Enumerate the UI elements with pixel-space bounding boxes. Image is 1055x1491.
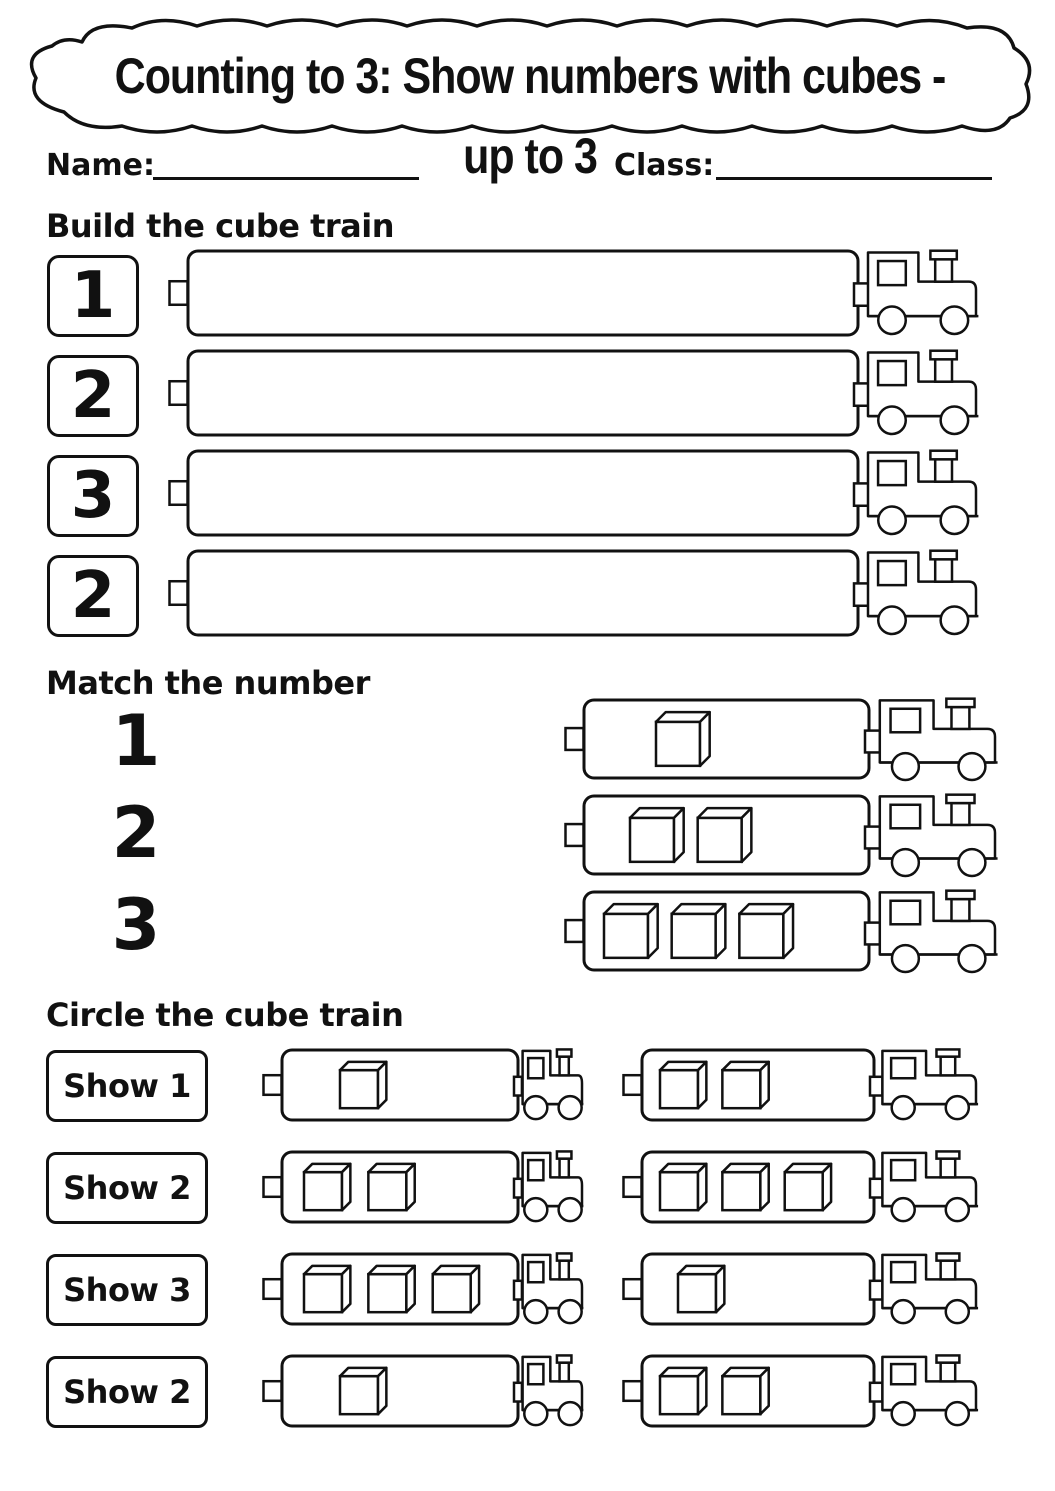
match-cube-train[interactable] [564, 697, 1017, 791]
coupler [564, 822, 585, 848]
cube-icon [338, 1060, 388, 1110]
circle-option-train-right[interactable] [622, 1252, 998, 1334]
cube-icon [302, 1264, 352, 1314]
show-label-box: Show 2 [46, 1152, 208, 1224]
coupler [168, 479, 189, 507]
build-number-box: 3 [47, 455, 139, 537]
train-engine-icon [863, 793, 998, 878]
cube-icon [738, 902, 795, 960]
match-cube-train[interactable] [564, 889, 1017, 983]
train-car [280, 1048, 520, 1122]
match-number[interactable]: 2 [111, 792, 161, 874]
cube-icon [431, 1264, 481, 1314]
build-number-box: 1 [47, 255, 139, 337]
cube-icon [302, 1162, 352, 1212]
class-label: Class: [614, 148, 715, 183]
train-car [280, 1354, 520, 1428]
name-label: Name: [46, 148, 155, 183]
circle-section-title: Circle the cube train [46, 996, 404, 1034]
train-engine-icon [868, 1354, 979, 1427]
coupler [564, 726, 585, 752]
show-label-box: Show 3 [46, 1254, 208, 1326]
cube-icon [658, 1060, 708, 1110]
circle-option-train-left[interactable] [262, 1150, 604, 1232]
cube-icon [367, 1264, 416, 1314]
page-title: Counting to 3: Show numbers with cubes -… [114, 48, 947, 184]
coupler [262, 1277, 283, 1301]
train-engine-icon [512, 1150, 584, 1223]
coupler [564, 918, 585, 944]
train-engine-icon [863, 697, 998, 782]
circle-option-train-left[interactable] [262, 1354, 604, 1436]
circle-option-train-left[interactable] [262, 1252, 604, 1334]
cube-icon [338, 1366, 388, 1416]
train-engine-icon [852, 449, 979, 536]
build-section-title: Build the cube train [46, 207, 395, 245]
cube-icon [654, 710, 711, 768]
cube-icon [367, 1162, 416, 1212]
train-engine-icon [852, 549, 979, 636]
cube-icon [783, 1162, 833, 1212]
train-engine-icon [863, 889, 998, 974]
cube-icon [721, 1162, 770, 1212]
coupler [262, 1073, 283, 1097]
match-number[interactable]: 3 [111, 884, 161, 966]
cube-icon [602, 902, 659, 960]
coupler [168, 279, 189, 307]
cube-icon [670, 902, 727, 960]
cube-icon [628, 806, 685, 864]
train-car [582, 698, 871, 780]
build-cube-train[interactable] [168, 349, 998, 445]
train-car [186, 249, 860, 337]
circle-option-train-right[interactable] [622, 1354, 998, 1436]
train-engine-icon [512, 1048, 584, 1121]
coupler [168, 579, 189, 607]
cube-icon [696, 806, 753, 864]
train-engine-icon [852, 249, 979, 336]
train-engine-icon [868, 1252, 979, 1325]
train-engine-icon [512, 1354, 584, 1427]
train-engine-icon [868, 1150, 979, 1223]
name-line[interactable] [153, 177, 419, 180]
train-engine-icon [852, 349, 979, 436]
match-number[interactable]: 1 [111, 700, 161, 782]
coupler [262, 1175, 283, 1199]
coupler [168, 379, 189, 407]
circle-option-train-left[interactable] [262, 1048, 604, 1130]
coupler [622, 1073, 643, 1097]
build-cube-train[interactable] [168, 549, 998, 645]
build-cube-train[interactable] [168, 249, 998, 345]
coupler [622, 1277, 643, 1301]
coupler [262, 1379, 283, 1403]
match-cube-train[interactable] [564, 793, 1017, 887]
circle-option-train-right[interactable] [622, 1048, 998, 1130]
coupler [622, 1379, 643, 1403]
circle-option-train-right[interactable] [622, 1150, 998, 1232]
match-section-title: Match the number [46, 664, 370, 702]
train-engine-icon [868, 1048, 979, 1121]
build-number-box: 2 [47, 555, 139, 637]
show-label-box: Show 2 [46, 1356, 208, 1428]
build-cube-train[interactable] [168, 449, 998, 545]
cube-icon [676, 1264, 726, 1314]
cube-icon [658, 1162, 708, 1212]
cube-icon [721, 1366, 770, 1416]
class-line[interactable] [716, 177, 992, 180]
train-car [186, 449, 860, 537]
train-car [186, 549, 860, 637]
title-cloud-banner [29, 18, 1032, 134]
build-number-box: 2 [47, 355, 139, 437]
coupler [622, 1175, 643, 1199]
train-car [186, 349, 860, 437]
show-label-box: Show 1 [46, 1050, 208, 1122]
cube-icon [721, 1060, 770, 1110]
cube-icon [658, 1366, 708, 1416]
train-engine-icon [512, 1252, 584, 1325]
